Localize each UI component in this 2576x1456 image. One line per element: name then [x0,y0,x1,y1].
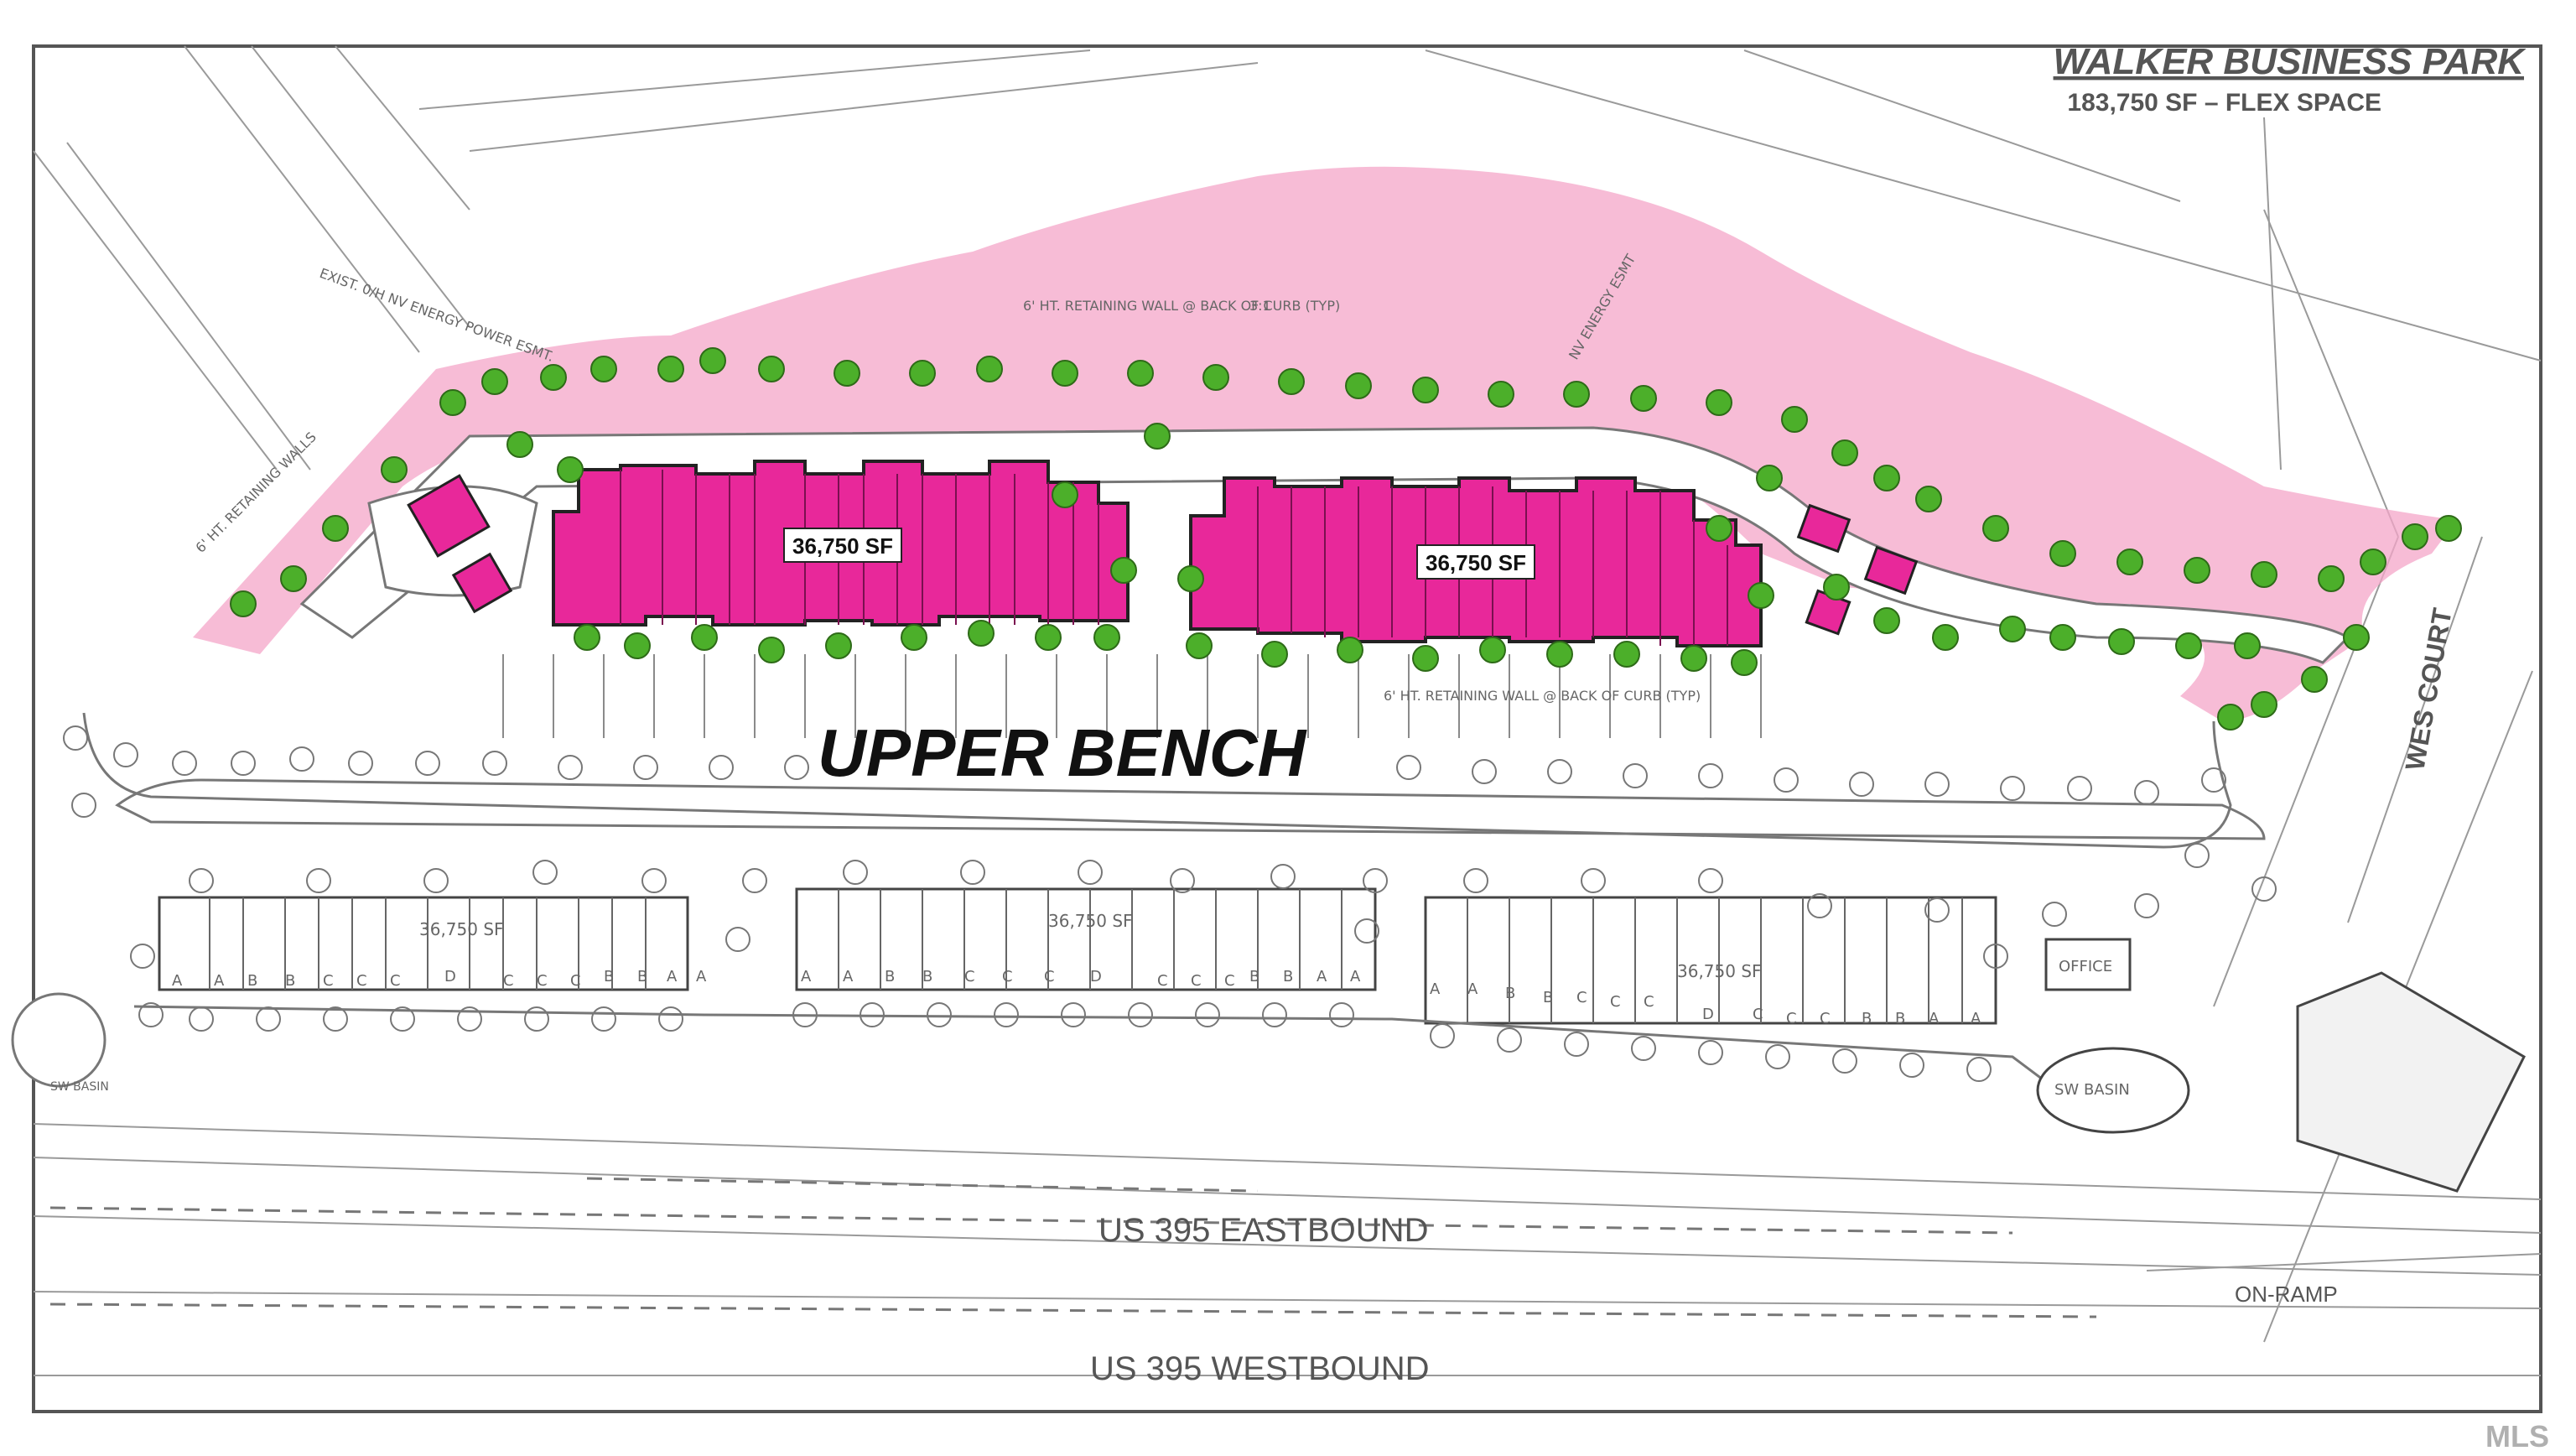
unit-letter: B [1895,1010,1905,1027]
parcel-lines [33,45,2542,1376]
unit-letter: A [843,968,854,985]
lower-building-unit-lines [209,889,1963,1023]
unit-letter: B [637,968,647,985]
unit-letter: C [1002,968,1013,985]
sw-basin-right-shape [2036,1047,2190,1134]
eastbound-label: US 395 EASTBOUND [1098,1212,1428,1249]
unit-letter: C [570,972,581,990]
on-ramp-label: ON-RAMP [2235,1282,2338,1307]
lower-left-unit-letters: A A B B C C C D C C C B B A A [172,968,707,990]
unit-letter: A [1430,980,1441,998]
unit-letter: B [885,968,895,985]
sw-basin-left-shape [11,992,106,1088]
highway-dashes [49,1177,2097,1318]
unit-letter: B [1505,985,1515,1002]
unit-letter: A [696,968,707,985]
unit-letter: C [503,972,514,990]
bench-edge [82,712,2232,849]
unit-letter: A [1971,1010,1981,1027]
unit-letter: D [1702,1006,1714,1023]
upper-drive-aisle [299,426,2350,664]
mls-watermark: MLS [2485,1419,2549,1453]
unit-letter: C [1610,993,1621,1011]
lower-left-sf: 36,750 SF [419,919,504,939]
unit-letter: B [1862,1010,1872,1027]
unit-letter: C [1576,989,1587,1006]
unit-letter: C [356,972,367,990]
building-left-sf-box [783,528,902,563]
unit-letter: A [1317,968,1327,985]
unit-letter: A [801,968,812,985]
lower-right-unit-letters: A A B B C C C D C C C B B A A [1430,980,1981,1027]
trees-green [230,347,2462,731]
unit-letter: A [1467,980,1478,998]
unit-letter: A [1350,968,1361,985]
unit-letter: B [247,972,257,990]
unit-letter: A [214,972,225,990]
unit-letter: B [604,968,614,985]
unit-letter: C [1157,972,1168,990]
retaining-wall-mid-note: 6' HT. RETAINING WALL @ BACK OF CURB (TY… [1384,688,1701,704]
unit-letter: C [1191,972,1202,990]
office-building [2044,938,2132,991]
unit-letter: A [1929,1010,1940,1027]
unit-letter: C [537,972,548,990]
lower-right-sf: 36,750 SF [1677,961,1762,981]
unit-letter: B [1283,968,1293,985]
unit-letter: A [667,968,678,985]
unit-letter: C [390,972,401,990]
subtitle: 183,750 SF – FLEX SPACE [2067,89,2381,117]
westbound-label: US 395 WESTBOUND [1090,1350,1430,1387]
unit-letter: B [922,968,932,985]
unit-letter: C [964,968,975,985]
lower-mid-sf: 36,750 SF [1048,911,1133,931]
lower-bench-edge [133,1005,2047,1084]
upper-bench-label: UPPER BENCH [818,715,1308,790]
lower-buildings [158,887,1997,1025]
trees-outline [63,725,2277,1082]
title: WALKER BUSINESS PARK [2054,41,2527,82]
unit-letter: C [1753,1006,1763,1023]
slope-label: 3:1 [1249,298,1271,314]
unit-letter: A [172,972,183,990]
building-left-sf: 36,750 SF [792,533,893,559]
unit-letter: C [1820,1010,1831,1027]
unit-letter: B [1249,968,1259,985]
unit-letter: C [1644,993,1654,1011]
unit-letter: D [444,968,456,985]
unit-letter: C [1044,968,1055,985]
unit-letter: D [1090,968,1102,985]
lower-mid-unit-letters: A A B B C C C D C C C B B A A [801,968,1361,990]
unit-letter: C [1786,1010,1797,1027]
unit-letter: B [1543,989,1553,1006]
mid-parking-aisle [115,778,2266,840]
unit-letter: B [285,972,295,990]
building-right-sf-box [1416,544,1535,580]
small-structures [407,474,1919,636]
adjacent-building [2296,971,2526,1193]
unit-letter: C [1224,972,1235,990]
building-right-sf: 36,750 SF [1426,550,1526,575]
sw-basin-left-label: SW BASIN [50,1080,109,1094]
unit-letter: C [323,972,334,990]
upper-parking-stalls [502,654,1762,738]
sw-basin-right-label: SW BASIN [2054,1081,2130,1099]
retaining-wall-top-note: 6' HT. RETAINING WALL @ BACK OF CURB (TY… [1023,298,1340,314]
office-label: OFFICE [2059,958,2112,975]
